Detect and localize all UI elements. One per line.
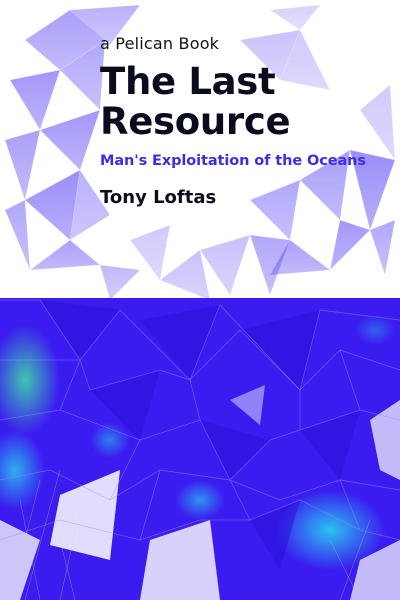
ocean-block [0,298,400,600]
series-label: a Pelican Book [100,34,220,53]
title-line-2: Resource [100,100,291,143]
book-subtitle: Man's Exploitation of the Oceans [100,153,366,169]
book-title: The Last Resource [100,62,390,142]
author-name: Tony Loftas [100,187,217,208]
cover-text: a Pelican Book The Last Resource Man's E… [100,34,390,209]
sky-polygons [4,4,396,301]
title-line-1: The Last [100,60,276,103]
